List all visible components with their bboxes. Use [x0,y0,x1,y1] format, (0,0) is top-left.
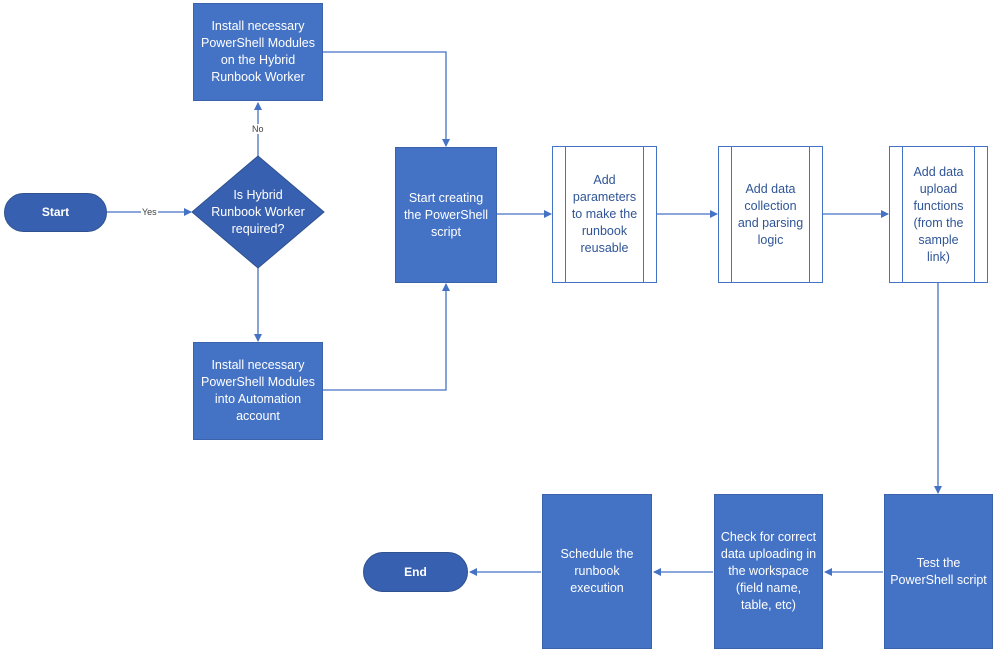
test-script-label: Test the PowerShell script [890,555,987,587]
schedule-label: Schedule the runbook execution [560,547,634,595]
decision-label: Is Hybrid Runbook Worker required? [211,187,305,236]
check-upload-label: Check for correct data uploading in the … [720,530,817,612]
end-node: End [363,552,468,592]
add-parameters-node: Add parameters to make the runbook reusa… [552,146,657,283]
install-automation-label: Install necessary PowerShell Modules int… [201,358,315,423]
start-script-node: Start creating the PowerShell script [395,147,497,283]
install-automation-node: Install necessary PowerShell Modules int… [193,342,323,440]
add-upload-label: Add data upload functions (from the samp… [913,164,964,264]
schedule-node: Schedule the runbook execution [542,494,652,649]
check-upload-node: Check for correct data uploading in the … [714,494,823,649]
install-hybrid-label: Install necessary PowerShell Modules on … [201,19,315,84]
add-upload-node: Add data upload functions (from the samp… [889,146,988,283]
add-parameters-label: Add parameters to make the runbook reusa… [571,173,638,255]
test-script-node: Test the PowerShell script [884,494,993,649]
edge-label-no: No [251,124,265,134]
edge-label-yes: Yes [141,207,158,217]
end-label: End [404,564,427,579]
arrow-install-automation-to-start-script [323,283,450,391]
decision-diamond [191,155,325,269]
add-collection-node: Add data collection and parsing logic [718,146,823,283]
start-node: Start [4,193,107,232]
start-script-label: Start creating the PowerShell script [403,190,489,239]
decision-node: Is Hybrid Runbook Worker required? [192,156,324,268]
arrow-install-hybrid-to-start-script [323,51,450,147]
install-hybrid-node: Install necessary PowerShell Modules on … [193,3,323,101]
add-collection-label: Add data collection and parsing logic [737,181,804,247]
start-label: Start [41,205,70,219]
